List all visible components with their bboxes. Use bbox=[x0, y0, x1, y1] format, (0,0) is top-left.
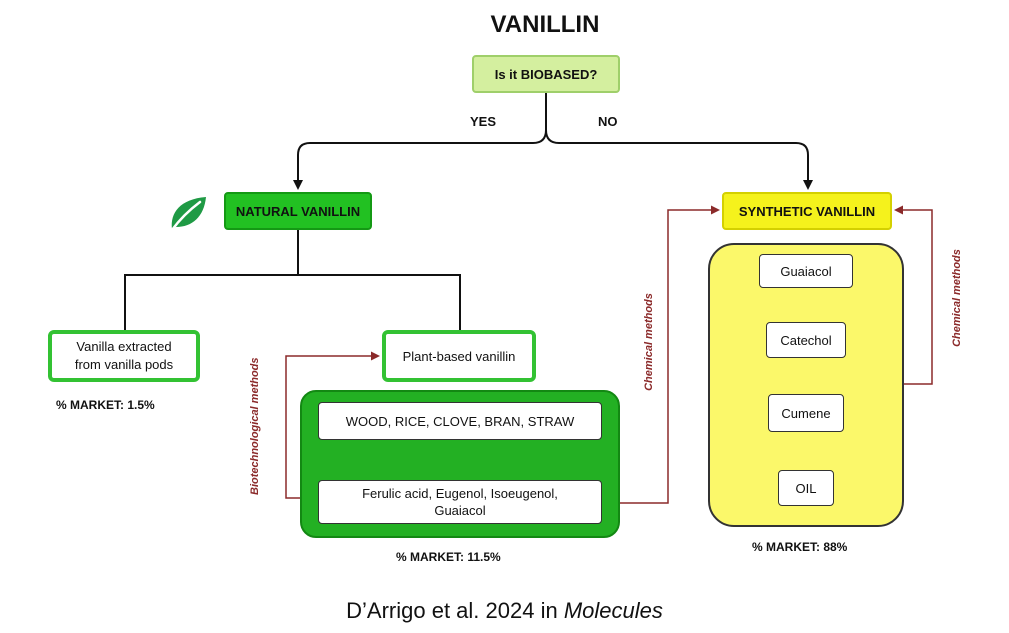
biobased-question: Is it BIOBASED? bbox=[472, 55, 620, 93]
natural-vanillin-box: NATURAL VANILLIN bbox=[224, 192, 372, 230]
no-branch-label: NO bbox=[598, 114, 618, 129]
vanilla-pods-line2: from vanilla pods bbox=[74, 357, 174, 372]
intermediates-line2: Guaiacol bbox=[434, 503, 486, 518]
plant-source-box: WOOD, RICE, CLOVE, BRAN, STRAW bbox=[318, 402, 602, 440]
chemical-methods-label-right: Chemical methods bbox=[951, 249, 963, 347]
chemical-methods-label-left: Chemical methods bbox=[643, 293, 655, 391]
vanilla-pods-line1: Vanilla extracted bbox=[76, 339, 172, 354]
step-oil: OIL bbox=[778, 470, 834, 506]
diagram-title: VANILLIN bbox=[490, 11, 600, 38]
intermediates-box: Ferulic acid, Eugenol, Isoeugenol, Guaia… bbox=[318, 480, 602, 524]
step-guaiacol: Guaiacol bbox=[759, 254, 853, 288]
intermediates-line1: Ferulic acid, Eugenol, Isoeugenol, bbox=[362, 486, 558, 501]
biotech-methods-label: Biotechnological methods bbox=[249, 357, 261, 495]
question-connector-no bbox=[545, 129, 813, 190]
yes-branch-label: YES bbox=[470, 114, 497, 129]
chemical-arrow-right bbox=[894, 205, 933, 385]
synthetic-vanillin-box: SYNTHETIC VANILLIN bbox=[722, 192, 892, 230]
leaf-icon bbox=[166, 193, 210, 233]
market-share-plant-based: % MARKET: 11.5% bbox=[396, 550, 501, 564]
question-connector bbox=[293, 93, 547, 190]
source-caption: D’Arrigo et al. 2024 in Molecules bbox=[200, 596, 809, 626]
caption-authors: D’Arrigo et al. 2024 in bbox=[346, 598, 564, 623]
market-share-extracted: % MARKET: 1.5% bbox=[56, 398, 155, 412]
plant-based-vanillin-box: Plant-based vanillin bbox=[382, 330, 536, 382]
step-catechol: Catechol bbox=[766, 322, 846, 358]
chemical-arrow-left bbox=[602, 205, 720, 504]
caption-journal: Molecules bbox=[563, 598, 663, 623]
vanilla-pods-box: Vanilla extracted from vanilla pods bbox=[48, 330, 200, 382]
step-cumene: Cumene bbox=[768, 394, 844, 432]
natural-connector bbox=[124, 230, 461, 330]
market-share-synthetic: % MARKET: 88% bbox=[752, 540, 848, 554]
